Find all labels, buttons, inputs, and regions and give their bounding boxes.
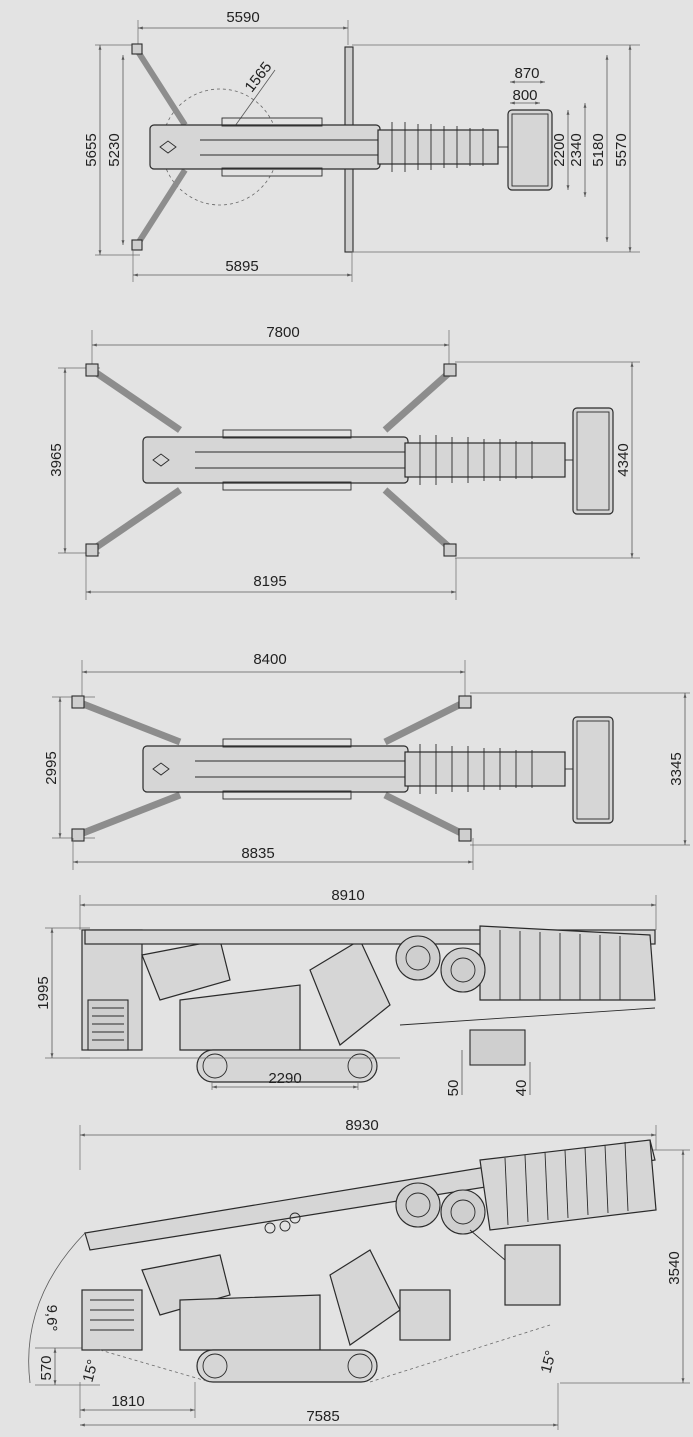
dim-basket-2340: 2340 — [568, 133, 585, 166]
dim-width-5180: 5180 — [590, 133, 607, 166]
dim-depth-left: 2995 — [43, 751, 60, 784]
dim-depth-outer: 5655 — [83, 133, 100, 166]
dim-width-top: 8400 — [253, 651, 286, 668]
dim-clearance-50: 50 — [445, 1080, 462, 1097]
top-view-compact: 5590 5655 5230 1565 — [83, 9, 640, 282]
dim-offset-1810: 1810 — [111, 1393, 144, 1410]
dim-width-top: 7800 — [266, 324, 299, 341]
dim-track: 2290 — [268, 1070, 301, 1087]
dim-basket-870: 870 — [514, 65, 539, 82]
dim-length: 8930 — [345, 1117, 378, 1134]
dim-angle-left: 9,6° — [43, 1305, 60, 1332]
dim-height: 1995 — [35, 976, 52, 1009]
dim-length-7585: 7585 — [306, 1408, 339, 1425]
dim-angle-15-right: 15° — [538, 1349, 560, 1375]
top-view-outriggers-extended: 7800 3965 — [48, 324, 640, 600]
dim-height-570: 570 — [38, 1355, 55, 1380]
dim-basket-800: 800 — [512, 87, 537, 104]
dim-height: 3540 — [666, 1251, 683, 1284]
dim-angle-15-left: 15° — [80, 1358, 102, 1384]
dim-depth-inner: 5230 — [106, 133, 123, 166]
side-view-transport: 8910 1995 — [35, 887, 657, 1097]
dim-radius: 1565 — [241, 59, 275, 96]
dim-length: 8910 — [331, 887, 364, 904]
dim-depth-right: 4340 — [615, 443, 632, 476]
dim-depth-left: 3965 — [48, 443, 65, 476]
dim-width-bottom: 8835 — [241, 845, 274, 862]
top-view-outriggers-wide: 8400 2995 33 — [43, 651, 690, 870]
dim-basket-2200: 2200 — [551, 133, 568, 166]
dim-width-top: 5590 — [226, 9, 259, 26]
dim-width-bottom: 8195 — [253, 573, 286, 590]
side-view-inclined: 8930 3540 9,6° 570 — [28, 1117, 690, 1430]
dim-width-5570: 5570 — [613, 133, 630, 166]
dim-depth-right: 3345 — [668, 752, 685, 785]
dim-width-bottom: 5895 — [225, 258, 258, 275]
dim-clearance-40: 40 — [513, 1080, 530, 1097]
